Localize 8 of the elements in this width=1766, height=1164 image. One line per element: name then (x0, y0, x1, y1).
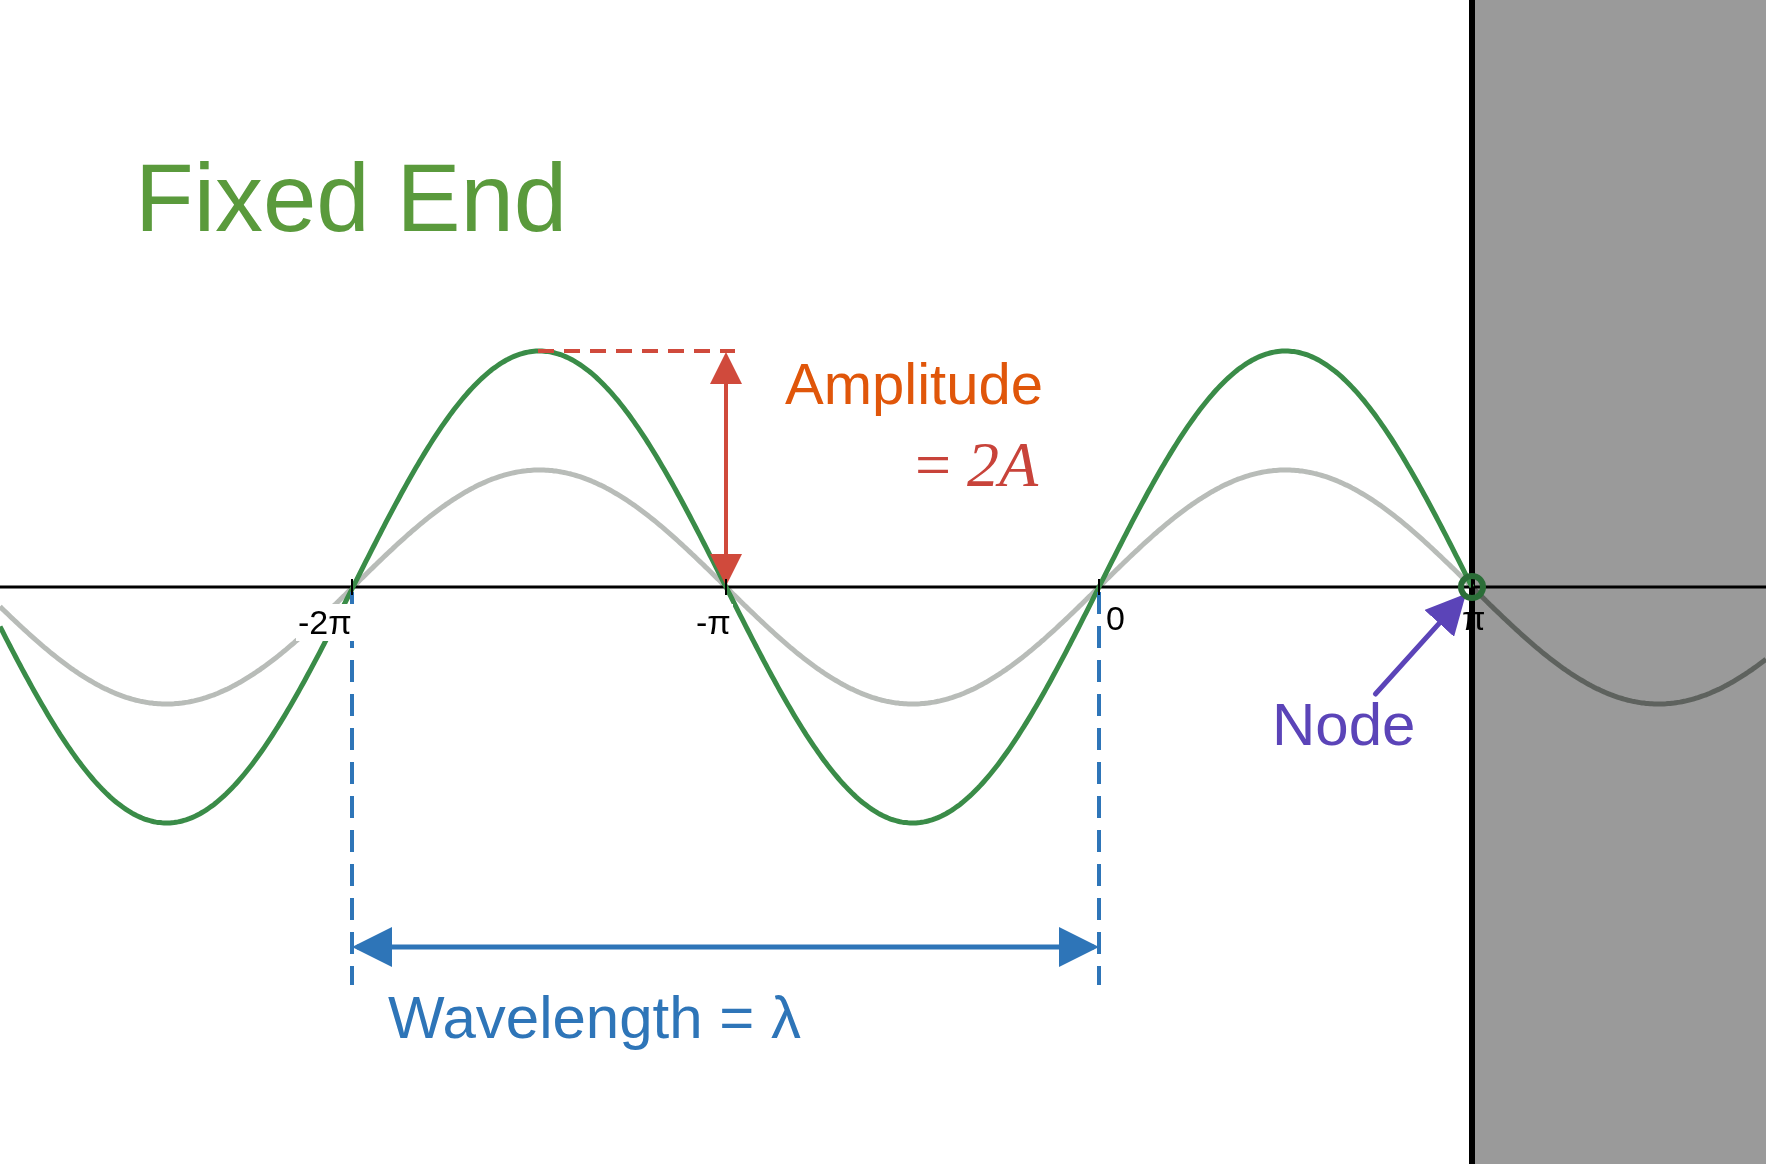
dimension-label: Wavelength = λ (388, 985, 801, 1051)
node-point (1458, 573, 1486, 601)
formula: = 2A (915, 430, 1039, 501)
tick-label: -2π (296, 604, 354, 642)
title: Fixed End (135, 145, 568, 251)
callout-label: Node (1272, 692, 1416, 758)
leader-arrow (1372, 593, 1466, 697)
label: Amplitude (785, 352, 1043, 416)
